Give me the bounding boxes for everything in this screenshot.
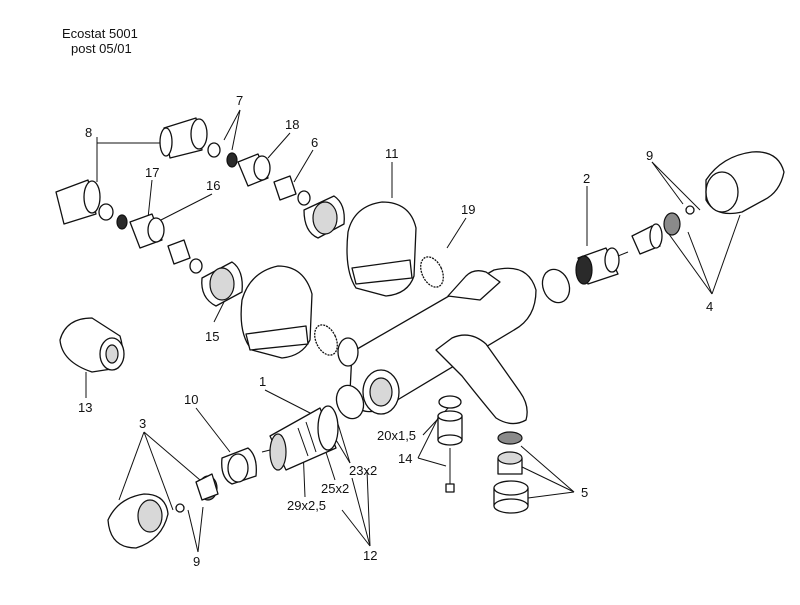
lower-inlet-union xyxy=(55,179,243,307)
upper-inlet-union xyxy=(159,117,345,239)
callout-4: 4 xyxy=(706,299,713,314)
callout-1: 1 xyxy=(259,374,266,389)
o-rings xyxy=(335,268,571,420)
right-handle-assembly xyxy=(631,151,785,255)
callout-10: 10 xyxy=(184,392,198,407)
diagram-subtitle: post 05/01 xyxy=(71,41,132,56)
callout-20x1-5: 20x1,5 xyxy=(377,428,416,443)
sealing-washers xyxy=(314,256,444,356)
left-handle-assembly xyxy=(107,447,257,549)
spout-parts-14 xyxy=(437,410,463,493)
callout-16: 16 xyxy=(206,178,220,193)
aerator-parts-5 xyxy=(493,431,529,514)
callout-13: 13 xyxy=(78,400,92,415)
diverter-cartridge xyxy=(575,247,629,285)
callout-9-bottom: 9 xyxy=(193,554,200,569)
callout-15: 15 xyxy=(205,329,219,344)
callout-5: 5 xyxy=(581,485,588,500)
callout-8: 8 xyxy=(85,125,92,140)
cover-caps xyxy=(240,201,417,359)
leader-lines xyxy=(85,109,741,553)
mixer-body xyxy=(337,267,537,425)
sleeve-13 xyxy=(59,317,125,373)
callout-6: 6 xyxy=(311,135,318,150)
callout-11: 11 xyxy=(385,146,399,161)
callout-labels: 7 8 18 6 17 16 11 19 15 2 9 4 13 1 10 3 … xyxy=(78,93,713,569)
callout-23x2: 23x2 xyxy=(349,463,377,478)
callout-18: 18 xyxy=(285,117,299,132)
callout-25x2: 25x2 xyxy=(321,481,349,496)
callout-17: 17 xyxy=(145,165,159,180)
callout-2: 2 xyxy=(583,171,590,186)
diagram-title: Ecostat 5001 xyxy=(62,26,138,41)
callout-3: 3 xyxy=(139,416,146,431)
callout-9-top: 9 xyxy=(646,148,653,163)
callout-14: 14 xyxy=(398,451,412,466)
callout-12: 12 xyxy=(363,548,377,563)
callout-7: 7 xyxy=(236,93,243,108)
callout-29x2-5: 29x2,5 xyxy=(287,498,326,513)
thermostat-cartridge xyxy=(261,405,339,471)
callout-19: 19 xyxy=(461,202,475,217)
